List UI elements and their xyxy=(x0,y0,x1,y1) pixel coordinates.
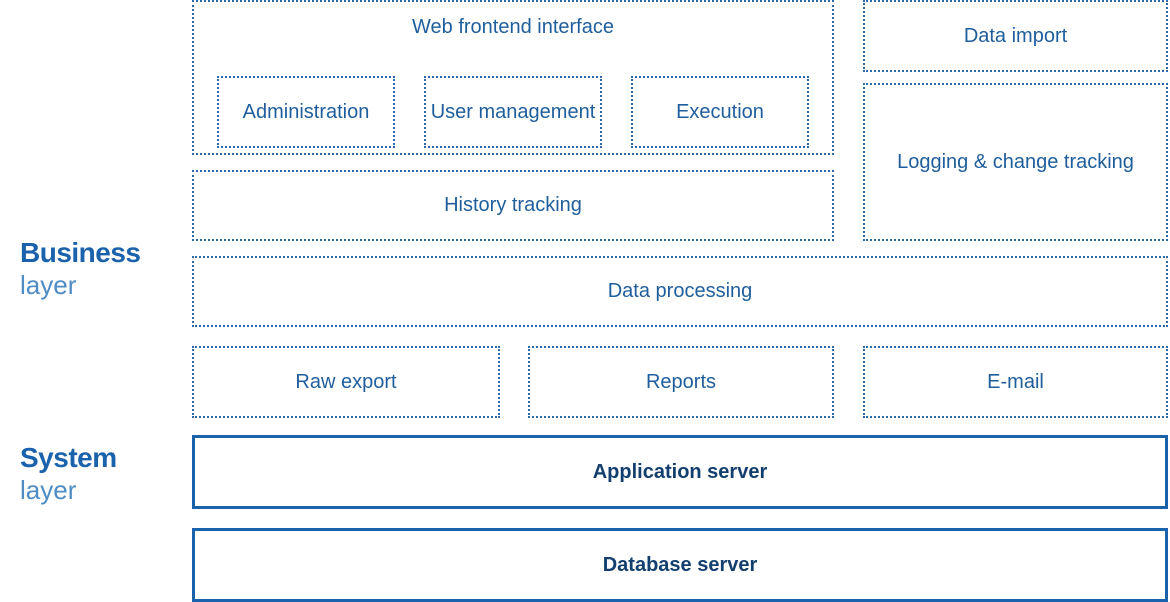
administration-module: Administration xyxy=(217,76,395,148)
data-import-box: Data import xyxy=(863,0,1168,72)
user-management-module: User management xyxy=(424,76,602,148)
logging-box: Logging & change tracking xyxy=(863,83,1168,241)
system-layer-subtitle: layer xyxy=(20,475,77,505)
data-processing-box: Data processing xyxy=(192,256,1168,327)
business-layer-subtitle: layer xyxy=(20,270,77,300)
email-box: E-mail xyxy=(863,346,1168,418)
system-layer-label: System layer xyxy=(20,441,117,505)
database-server-box: Database server xyxy=(192,528,1168,602)
raw-export-box: Raw export xyxy=(192,346,500,418)
history-tracking-box: History tracking xyxy=(192,170,834,241)
business-layer-title: Business xyxy=(20,237,141,268)
web-frontend-title: Web frontend interface xyxy=(412,16,614,38)
reports-box: Reports xyxy=(528,346,834,418)
execution-module: Execution xyxy=(631,76,809,148)
system-layer-title: System xyxy=(20,442,117,473)
application-server-box: Application server xyxy=(192,435,1168,509)
business-layer-label: Business layer xyxy=(20,236,141,300)
web-frontend-container: Web frontend interface xyxy=(192,0,834,155)
